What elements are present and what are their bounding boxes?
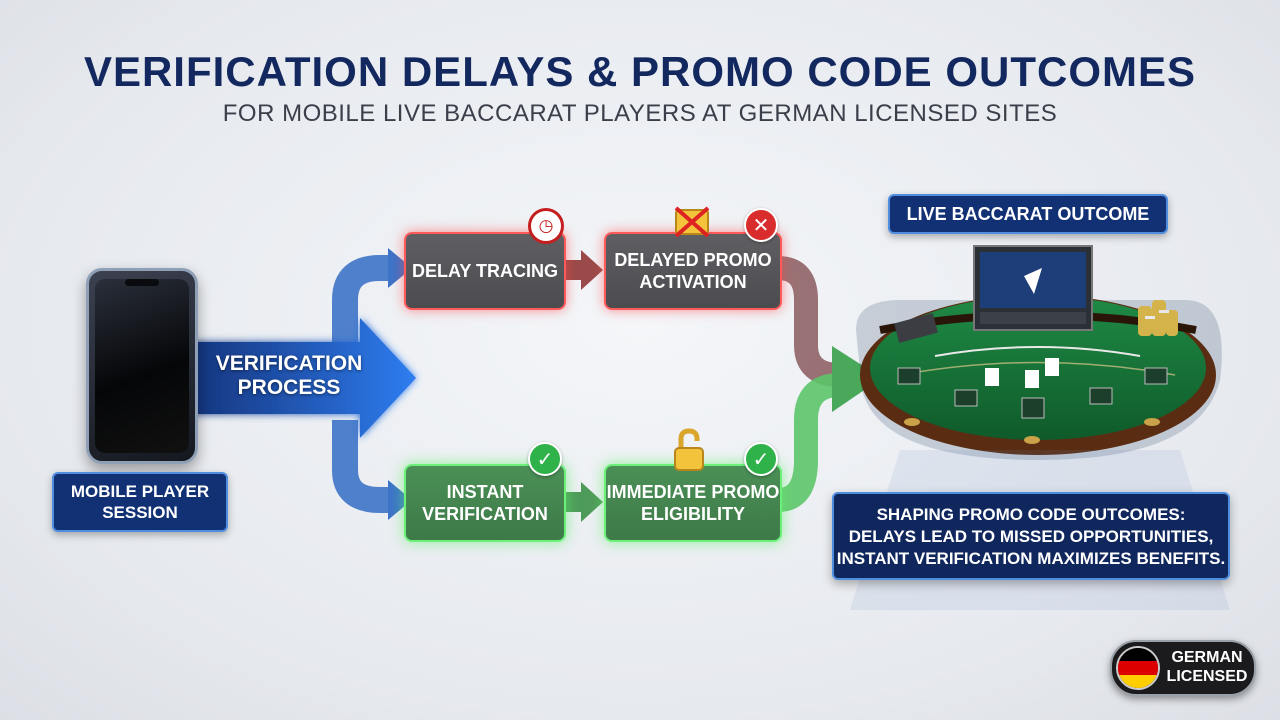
check-mark-icon: ✓: [744, 442, 778, 476]
german-licensed-badge: GERMAN LICENSED: [1110, 640, 1256, 696]
instant-connector-arrow: [563, 482, 603, 522]
live-baccarat-outcome-text: LIVE BACCARAT OUTCOME: [906, 203, 1150, 224]
instant-verification-label: INSTANT VERIFICATION: [422, 482, 548, 524]
verification-process-arrow: [192, 318, 416, 438]
summary-line-3: INSTANT VERIFICATION MAXIMIZES BENEFITS.: [836, 549, 1226, 568]
summary-box: SHAPING PROMO CODE OUTCOMES: DELAYS LEAD…: [832, 492, 1230, 580]
delay-connector-arrow: [563, 250, 603, 290]
live-baccarat-outcome-label: LIVE BACCARAT OUTCOME: [888, 194, 1168, 234]
branch-down-arrow: [332, 420, 412, 520]
delay-tracing-node: DELAY TRACING: [404, 232, 566, 310]
delay-tracing-label: DELAY TRACING: [411, 261, 559, 281]
instant-to-outcome-arrow: [776, 346, 882, 512]
delay-to-outcome-arrow: [777, 256, 841, 387]
instant-verification-node: INSTANT VERIFICATION: [404, 464, 566, 542]
delayed-promo-activation-label: DELAYED PROMO ACTIVATION: [614, 250, 772, 292]
badge-line-2: LICENSED: [1166, 668, 1248, 685]
branch-up-arrow: [332, 248, 412, 345]
german-flag-icon: [1116, 646, 1160, 690]
verification-process-label: VERIFICATION PROCESS: [215, 352, 363, 399]
immediate-promo-eligibility-label: IMMEDIATE PROMO ELIGIBILITY: [606, 482, 780, 524]
delayed-promo-activation-node: DELAYED PROMO ACTIVATION: [604, 232, 782, 310]
summary-line-1: SHAPING PROMO CODE OUTCOMES:: [876, 505, 1186, 524]
mobile-player-session-label: MOBILE PLAYER SESSION: [52, 472, 228, 532]
immediate-promo-eligibility-node: IMMEDIATE PROMO ELIGIBILITY: [604, 464, 782, 542]
x-mark-icon: ✕: [744, 208, 778, 242]
check-mark-icon: ✓: [528, 442, 562, 476]
smartphone-icon: [86, 268, 198, 464]
summary-line-2: DELAYS LEAD TO MISSED OPPORTUNITIES,: [848, 527, 1214, 546]
baccarat-table-illustration: [850, 245, 1230, 610]
clock-icon: ◷: [528, 208, 564, 244]
diagram-subtitle: FOR MOBILE LIVE BACCARAT PLAYERS AT GERM…: [222, 100, 1058, 127]
crossed-ticket-icon: [672, 204, 712, 238]
diagram-title: VERIFICATION DELAYS & PROMO CODE OUTCOME…: [83, 48, 1197, 95]
badge-line-1: GERMAN: [1171, 649, 1243, 666]
unlocked-padlock-icon: [672, 428, 706, 471]
mobile-player-session-text: MOBILE PLAYER SESSION: [70, 482, 210, 522]
